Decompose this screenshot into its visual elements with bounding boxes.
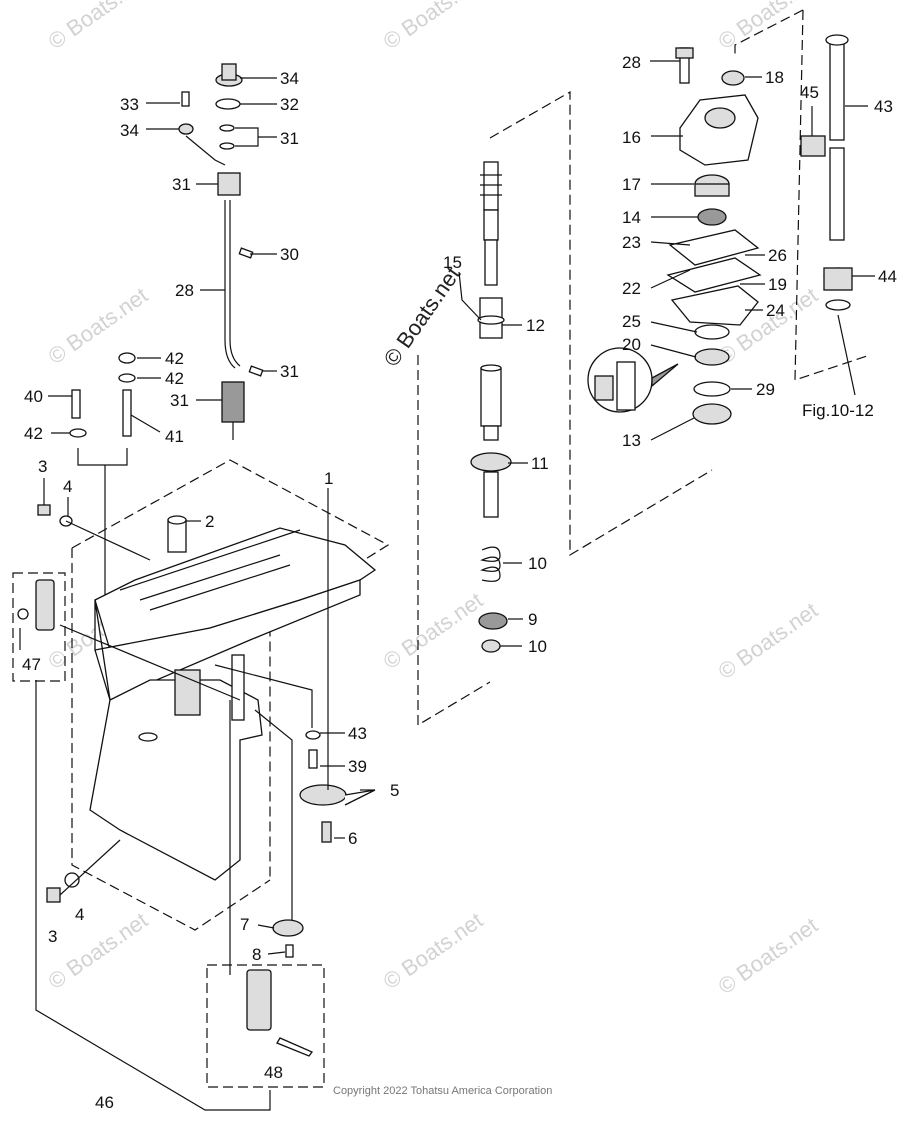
callout-31: 30: [280, 245, 299, 264]
callout-18: 17: [622, 175, 641, 194]
callout-4: 4: [75, 905, 84, 924]
callout-42: 42: [24, 424, 43, 443]
callout-39: 40: [24, 387, 43, 406]
callout-12: 11: [531, 454, 549, 473]
callout-6: 6: [348, 829, 357, 848]
callout-34: 32: [280, 95, 299, 114]
water-pump-assembly: [587, 34, 853, 425]
callout-36: 34: [120, 121, 139, 140]
callout-10: 10: [528, 637, 547, 656]
callout-27: 28: [622, 53, 641, 72]
callout-3: 3: [48, 927, 57, 946]
anodes-and-fasteners: [17, 504, 321, 1057]
callout-2: 2: [205, 512, 214, 531]
copyright-notice: Copyright 2022 Tohatsu America Corporati…: [333, 1085, 552, 1097]
callout-29: 28: [175, 281, 194, 300]
figure-reference: Fig.10-12: [802, 401, 874, 420]
callout-labels: 34 32 33 34 31 31 30 28 42 42 31 40 31 4…: [22, 53, 897, 1112]
callout-30: 31: [170, 391, 189, 410]
callout-7: 7: [240, 915, 249, 934]
callout-32: 31: [172, 175, 191, 194]
callout-42: 42: [165, 369, 184, 388]
callout-1: 1: [324, 469, 333, 488]
callout-25: 25: [622, 312, 641, 331]
callout-47: 47: [22, 655, 41, 674]
callout-48: 48: [264, 1063, 283, 1082]
watermark: © Boats.net: [379, 587, 488, 674]
callout-8: 8: [252, 945, 261, 964]
callout-42: 43: [348, 724, 367, 743]
callout-41: 42: [165, 349, 184, 368]
callout-26: 26: [768, 246, 787, 265]
callout-45: 45: [800, 83, 819, 102]
callout-13: 12: [526, 316, 545, 335]
watermark: © Boats.net: [44, 0, 153, 54]
gear-case-body: [89, 515, 377, 958]
drive-shaft-assembly: [470, 161, 512, 653]
callout-37: 34: [280, 69, 299, 88]
callout-44: 44: [878, 267, 897, 286]
callout-17: 16: [622, 128, 641, 147]
callout-28: 29: [756, 380, 775, 399]
callout-40: 41: [165, 427, 184, 446]
callout-16: 15: [443, 253, 462, 272]
callout-5: 5: [390, 781, 399, 800]
watermark: © Boats.net: [714, 0, 823, 54]
callout-14: 13: [622, 431, 641, 450]
watermark: © Boats.net: [44, 282, 153, 369]
callout-11: 10: [528, 554, 547, 573]
callout-22: 22: [622, 279, 641, 298]
callout-33: 31: [280, 129, 299, 148]
callout-46: 46: [95, 1093, 114, 1112]
callout-43: 43: [874, 97, 893, 116]
callout-35: 33: [120, 95, 139, 114]
watermark: © Boats.net: [379, 907, 488, 994]
watermark: © Boats.net: [379, 0, 488, 54]
watermark: © Boats.net: [44, 907, 153, 994]
leader-lines: [19, 60, 875, 1111]
callout-20: 19: [768, 275, 787, 294]
watermark: © Boats.net: [714, 597, 823, 684]
callout-23: 23: [622, 233, 641, 252]
callout-3: 3: [38, 457, 47, 476]
shift-rod-assembly: [69, 63, 264, 600]
callout-19: 18: [765, 68, 784, 87]
watermark: © Boats.net: [714, 912, 823, 999]
callout-38: 39: [348, 757, 367, 776]
callout-15: 14: [622, 208, 641, 227]
callout-21: 20: [622, 335, 641, 354]
callout-31: 31: [280, 362, 299, 381]
callout-4: 4: [63, 477, 72, 496]
watermark-center: © Boats.net: [379, 262, 466, 371]
callout-24: 24: [766, 301, 785, 320]
callout-9: 9: [528, 610, 537, 629]
